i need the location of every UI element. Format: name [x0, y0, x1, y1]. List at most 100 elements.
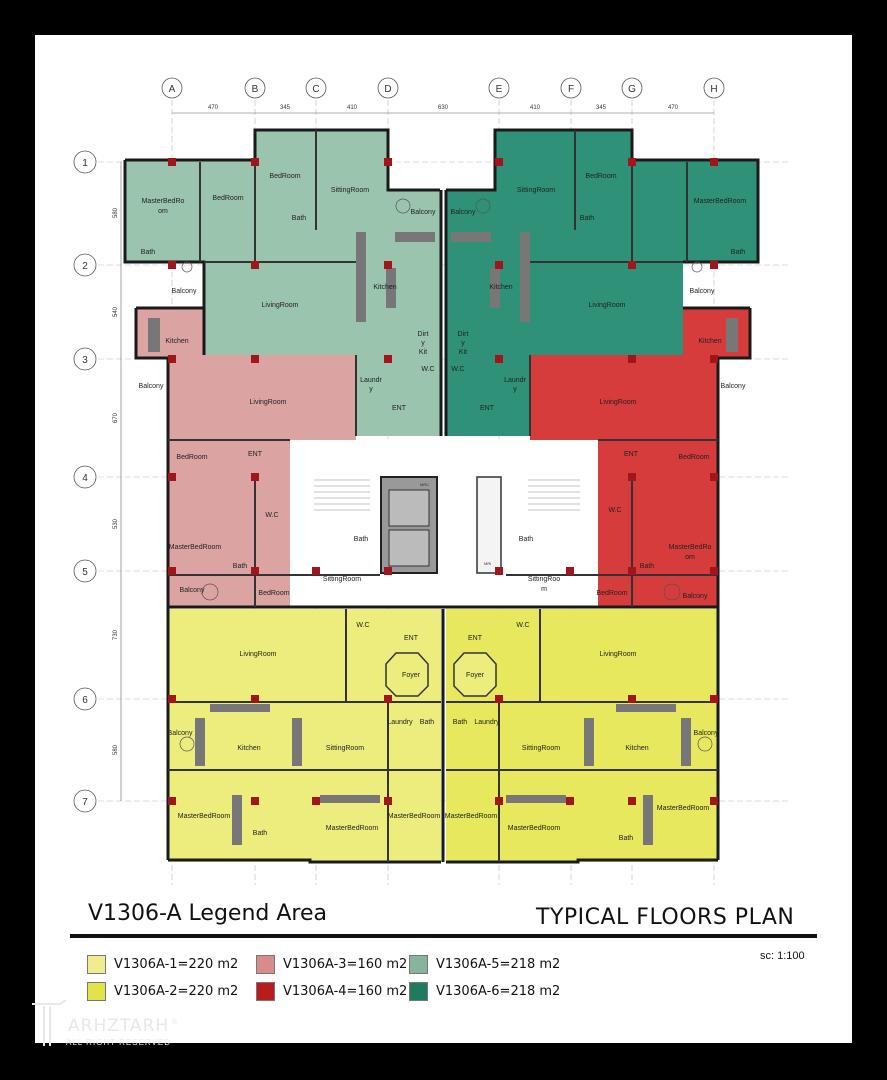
unit-2-area — [446, 609, 718, 862]
room-label: Balcony — [690, 288, 715, 295]
axis-label-4: 4 — [82, 473, 88, 484]
legend-item-label: V1306A-4=160 m2 — [283, 984, 408, 999]
room-label: LivingRoom — [600, 651, 637, 658]
room-label: SittingRoom — [326, 745, 364, 752]
dim-top-3: 410 — [347, 105, 358, 111]
room-label: Bath — [253, 830, 268, 837]
walls — [123, 128, 760, 864]
logo-text: ARHZTARH® — [68, 1016, 180, 1036]
legend-item-label: V1306A-1=220 m2 — [114, 957, 239, 972]
axis-label-c: C — [312, 84, 319, 95]
room-label: ENT — [480, 405, 495, 412]
axis-label-f: F — [568, 84, 574, 95]
room-label: Kitchen — [698, 338, 721, 345]
axis-label-e: E — [496, 84, 503, 95]
legend-item: V1306A-4=160 m2 — [256, 982, 407, 1001]
room-label: W.C — [516, 622, 529, 629]
room-label: Kitchen — [373, 284, 396, 291]
room-label: Balcony — [451, 209, 476, 216]
room-label: MasterBedRoom — [388, 813, 441, 820]
axis-label-6: 6 — [82, 695, 88, 706]
room-label: Bath — [420, 719, 435, 726]
dim-left-2: 540 — [113, 306, 119, 317]
room-label: MasterBedRoom — [169, 544, 222, 551]
dim-top-5: 410 — [530, 105, 541, 111]
room-label: BedRoom — [596, 590, 627, 597]
room-label: MasterBedRo — [142, 198, 185, 205]
room-label: MasterBedRo — [669, 544, 712, 551]
room-label: BedRoom — [678, 454, 709, 461]
legend-item: V1306A-6=218 m2 — [409, 982, 560, 1001]
room-label: Kit — [459, 349, 467, 356]
room-label: Bath — [453, 719, 468, 726]
legend-item: V1306A-2=220 m2 — [87, 982, 238, 1001]
room-label: LivingRoom — [250, 399, 287, 406]
room-label: Bath — [640, 563, 655, 570]
axis-label-3: 3 — [82, 355, 88, 366]
axis-label-h: H — [710, 84, 717, 95]
room-label: BedRoom — [258, 590, 289, 597]
room-label: W.C — [356, 622, 369, 629]
room-label: Laundr — [504, 377, 526, 384]
room-label: LivingRoom — [589, 302, 626, 309]
room-label: SittingRoom — [323, 576, 361, 583]
legend-swatch — [87, 955, 106, 974]
axis-label-5: 5 — [82, 567, 88, 578]
room-label: Bath — [519, 536, 534, 543]
title-divider — [70, 934, 817, 938]
room-label: Laundry — [474, 719, 500, 726]
room-label: ENT — [404, 635, 419, 642]
dim-top-6: 345 — [596, 105, 607, 111]
axis-label-7: 7 — [82, 797, 88, 808]
room-label: Kitchen — [165, 338, 188, 345]
room-label: Bath — [731, 249, 746, 256]
dim-left-6: 580 — [113, 744, 119, 755]
room-label: Balcony — [168, 730, 193, 737]
unit-1-area — [168, 609, 441, 862]
room-label: ENT — [468, 635, 483, 642]
room-label: BedRoom — [176, 454, 207, 461]
room-label: Bath — [141, 249, 156, 256]
room-label: W.C — [421, 366, 434, 373]
axis-label-b: B — [252, 84, 259, 95]
logo-subtitle: ALL RIGHT RESERVED — [66, 1038, 171, 1047]
room-label: SittingRoom — [517, 187, 555, 194]
room-label: MasterBedRoom — [326, 825, 379, 832]
room-label: Kitchen — [237, 745, 260, 752]
room-label: Balcony — [139, 383, 164, 390]
room-label: y — [513, 386, 517, 393]
floor-plan: 470 345 410 630 410 345 470 580 540 670 … — [73, 77, 790, 885]
room-label: Bath — [580, 215, 595, 222]
room-label: Balcony — [721, 383, 746, 390]
room-label: ENT — [392, 405, 407, 412]
kitchen-counters — [148, 232, 738, 845]
room-label: W.C — [451, 366, 464, 373]
axis-label-2: 2 — [82, 261, 88, 272]
room-label: Bath — [619, 835, 634, 842]
room-label: Bath — [354, 536, 369, 543]
room-label: BedRoom — [212, 195, 243, 202]
room-label: Dirt — [458, 331, 469, 338]
axis-label-d: D — [384, 84, 391, 95]
room-label: Balcony — [180, 587, 205, 594]
room-label: LivingRoom — [600, 399, 637, 406]
room-label: y — [461, 340, 465, 347]
room-label: Balcony — [172, 288, 197, 295]
legend-swatch — [409, 982, 428, 1001]
room-label: SittingRoo — [528, 576, 560, 583]
dim-top-7: 470 — [668, 105, 679, 111]
legend-item: V1306A-1=220 m2 — [87, 955, 238, 974]
axis-label-a: A — [169, 84, 176, 95]
room-label: Kit — [419, 349, 427, 356]
plan-title: TYPICAL FLOORS PLAN — [536, 905, 795, 930]
room-label: y — [421, 340, 425, 347]
core-label-mrc: MRC — [420, 482, 429, 487]
room-label: Balcony — [683, 593, 708, 600]
legend-item-label: V1306A-3=160 m2 — [283, 957, 408, 972]
room-label: MasterBedRoom — [508, 825, 561, 832]
room-label: BedRoom — [269, 173, 300, 180]
dim-top-2: 345 — [280, 105, 291, 111]
room-label: Bath — [292, 215, 307, 222]
room-label: ENT — [248, 451, 263, 458]
legend-item-label: V1306A-2=220 m2 — [114, 984, 239, 999]
